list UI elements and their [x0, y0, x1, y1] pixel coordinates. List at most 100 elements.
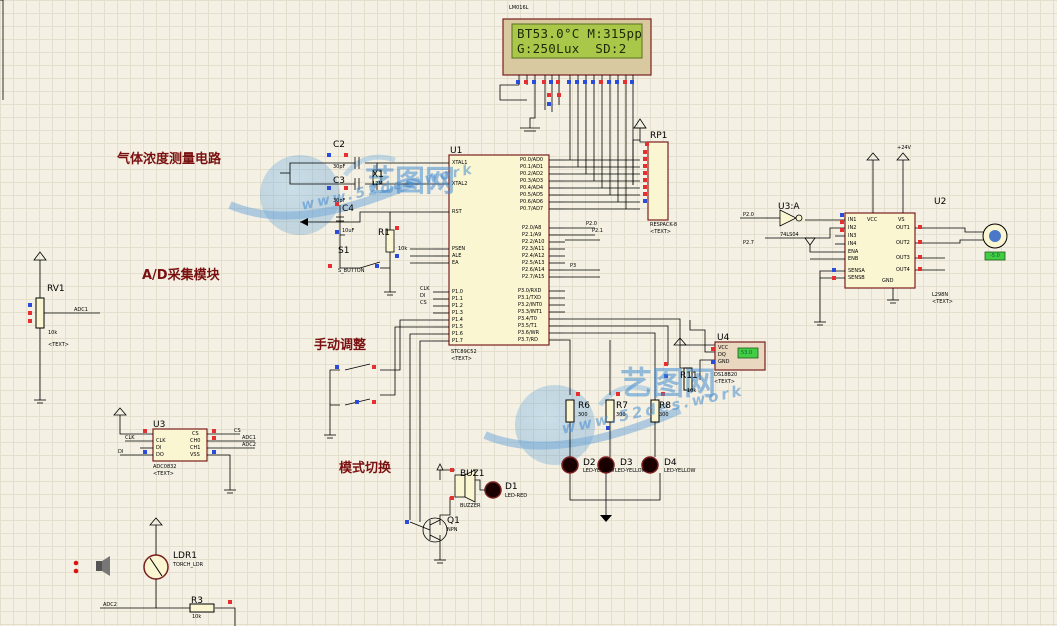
rv1-potentiometer[interactable] [35, 297, 45, 329]
d2-ref: D2 [583, 458, 596, 468]
u2-pin-in2: IN2 [848, 225, 857, 231]
r11-resistor[interactable] [683, 367, 693, 391]
net-p20-u2: P2.0 [743, 212, 754, 218]
x1-val: 12M [372, 181, 383, 187]
u1-pin-p07: P0.7/AD7 [520, 206, 544, 212]
d3-led[interactable] [597, 456, 615, 474]
torch-icon [96, 556, 110, 576]
u3-pin-do: DO [156, 452, 164, 458]
u4-pin-dq: DQ [718, 352, 726, 358]
d1-ref: D1 [505, 482, 518, 492]
pin-markers [28, 80, 922, 604]
ldr1-part: TORCH_LDR [173, 562, 204, 568]
label-gas-circuit: 气体浓度测量电路 [117, 152, 222, 167]
r7-val: 300 [616, 412, 626, 418]
u3-ref: U3 [153, 420, 166, 430]
u1-pin-p24: P2.4/A12 [522, 253, 545, 259]
u2-pin-out4: OUT4 [896, 267, 910, 273]
u1-pin-p04: P0.4/AD4 [520, 185, 544, 191]
u2-vs-supply: +24V [897, 145, 911, 151]
r8-ref: R8 [659, 401, 671, 411]
d2-led[interactable] [561, 456, 579, 474]
u1-mcu[interactable] [448, 154, 550, 346]
u1-pin-ea: EA [452, 260, 459, 266]
dc-motor[interactable] [982, 223, 1008, 261]
rp1-part: RESPACK-8 [650, 222, 678, 228]
u2-pin-sensb: SENSB [848, 275, 865, 281]
u1-pin-p30: P3.0/RXD [518, 288, 542, 294]
buzzer-circuit [409, 463, 485, 564]
buz1-ref: BUZ1 [460, 469, 485, 479]
u1-pin-p21: P2.1/A9 [522, 232, 542, 238]
u1-pin-p06: P0.6/AD6 [520, 199, 544, 205]
u2-l298n[interactable] [844, 212, 916, 289]
rv1-wires [33, 251, 100, 404]
net-adc1-rv1: ADC1 [74, 307, 88, 313]
u3-adc0832[interactable] [152, 428, 208, 462]
c2-ref: C2 [333, 140, 346, 150]
ldr1-sensor[interactable] [143, 554, 169, 580]
net-p20-u1: P2.0 [586, 221, 597, 227]
d2-part: LED-YELLOW [583, 468, 615, 474]
u3-pin-ch1: CH1 [190, 445, 201, 451]
u4-ref: U4 [717, 333, 730, 343]
rv1-ref: RV1 [47, 284, 65, 294]
lcd-line-2: G:250Lux SD:2 [517, 41, 627, 56]
d1-part: LED-RED [505, 493, 528, 499]
net-p3-u1: P3 [570, 263, 577, 269]
u2-pin-in1: IN1 [848, 217, 857, 223]
u4-text: <TEXT> [714, 379, 735, 385]
u2-part: L298N [932, 292, 949, 298]
rv1-text: <TEXT> [48, 342, 69, 348]
r6-ref: R6 [578, 401, 590, 411]
q1-ref: Q1 [447, 516, 460, 526]
c2-val: 30pF [333, 164, 346, 170]
ldr1-ref: LDR1 [173, 551, 197, 561]
u1-pin-p17: P1.7 [452, 338, 463, 344]
net-di-u1: DI [420, 293, 426, 299]
u1-pin-p33: P3.3/INT1 [518, 309, 543, 315]
u2-pin-gnd: GND [882, 278, 894, 284]
ground-arrow [300, 218, 308, 226]
lcd-display[interactable] [502, 18, 652, 76]
net-cs-u3: CS [234, 428, 241, 434]
u1-pin-p31: P3.1/TXD [518, 295, 541, 301]
r7-ref: R7 [616, 401, 628, 411]
rv1-val: 10k [48, 330, 58, 336]
label-ad-module: A/D采集模块 [142, 268, 220, 283]
lcd-line-1: BT53.0°C M:315pp [517, 26, 643, 41]
q1-transistor[interactable] [422, 517, 448, 543]
r3-val: 10k [192, 614, 202, 620]
u1-pin-xtal1: XTAL1 [452, 160, 468, 166]
rp1-respack[interactable] [647, 141, 669, 221]
u2-pin-out1: OUT1 [896, 225, 910, 231]
u4-part: DS18B20 [714, 372, 738, 378]
c3-ref: C3 [333, 176, 346, 186]
u4-ds18b20[interactable] [714, 341, 766, 371]
u1-pin-p14: P1.4 [452, 317, 463, 323]
r3-resistor[interactable] [189, 603, 215, 613]
u2-pin-vcc: VCC [867, 217, 878, 223]
u1-pin-p34: P3.4/T0 [518, 316, 537, 322]
u3-wires [113, 407, 255, 494]
u1-pin-p00: P0.0/AD0 [520, 157, 544, 163]
r6-val: 300 [578, 412, 588, 418]
u1-pin-p10: P1.0 [452, 289, 463, 295]
u2-text: <TEXT> [932, 299, 953, 305]
s1-ref: S1 [338, 246, 350, 256]
u2-ref: U2 [934, 197, 947, 207]
r3-ref: R3 [191, 596, 203, 606]
rp1-power-symbol [633, 118, 647, 129]
d4-ref: D4 [664, 458, 677, 468]
d4-led[interactable] [641, 456, 659, 474]
net-adc2-u3: ADC2 [242, 442, 256, 448]
probe-dots [73, 560, 79, 574]
c3-val: 30pF [333, 198, 346, 204]
u2-pin-in4: IN4 [848, 241, 857, 247]
label-mode-switch: 模式切换 [339, 461, 392, 476]
d3-part: LED-YELLOW [615, 468, 647, 474]
d1-led[interactable] [484, 481, 502, 499]
x1-ref: X1 [372, 170, 384, 180]
u1-pin-p27: P2.7/A15 [522, 274, 545, 280]
